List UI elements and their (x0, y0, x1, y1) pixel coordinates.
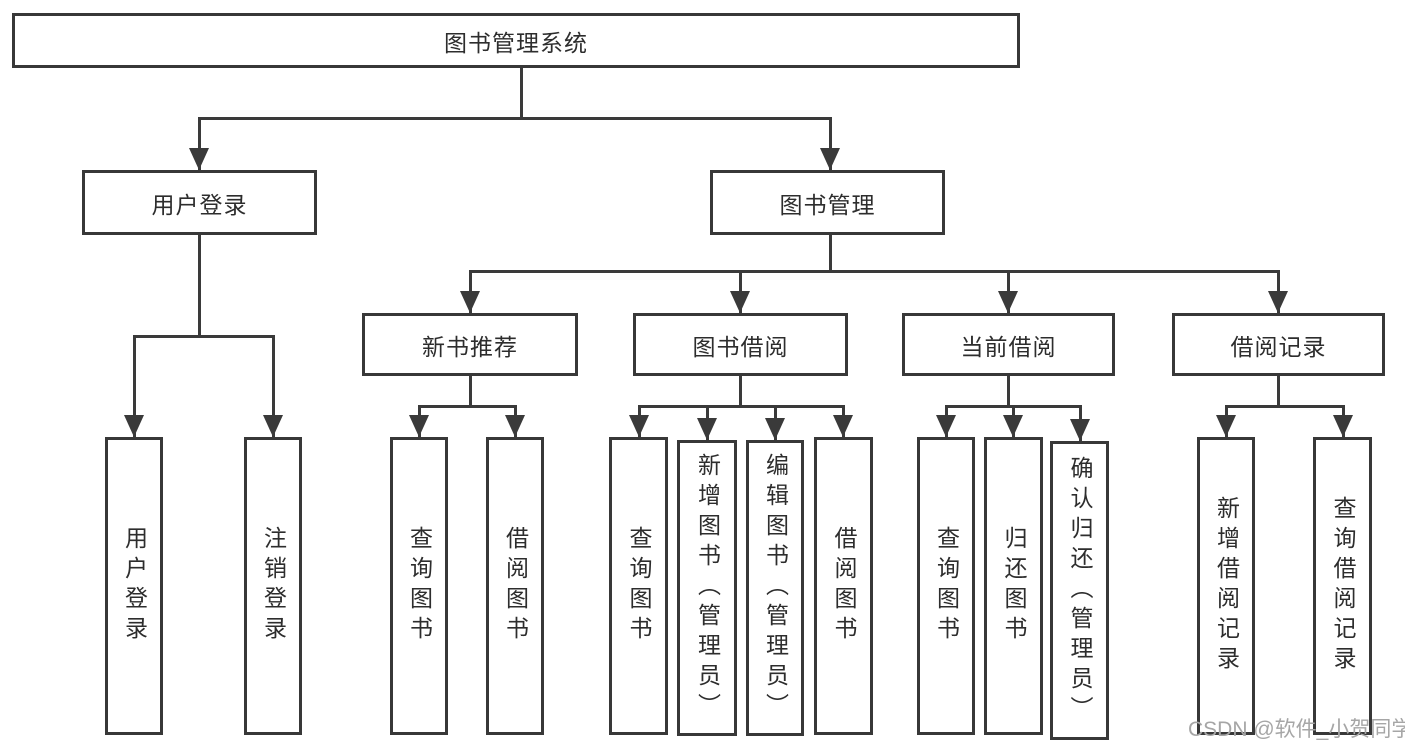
node-group-borrowing-records: 借阅记录 (1172, 313, 1385, 376)
connector-stem-bookborrow-to-leaves (738, 376, 742, 408)
node-label-root-book-management-system: 图书管理系统 (444, 29, 588, 56)
connector-drop-root-to-level2-0 (197, 117, 201, 170)
arrow-down-icon (1268, 291, 1288, 313)
node-leaf-add-borrow-record: 新增借阅记录 (1197, 437, 1255, 735)
connector-drop-userlogin-to-leaves-1 (271, 335, 275, 437)
connector-stem-bookmgmt-to-level3 (828, 235, 832, 273)
connector-stem-currentborrow-to-leaves (1006, 376, 1010, 408)
node-label-leaf-query-books-2: 查询图书 (626, 526, 652, 646)
arrow-down-icon (460, 291, 480, 313)
connector-stem-root-to-level2 (519, 68, 523, 120)
node-leaf-borrow-books-2: 借阅图书 (814, 437, 873, 735)
connector-bar-newbookrec-to-leaves (417, 405, 517, 408)
node-label-leaf-borrow-books-2: 借阅图书 (831, 526, 857, 646)
node-leaf-query-books-1: 查询图书 (390, 437, 448, 735)
node-label-leaf-query-books-1: 查询图书 (406, 526, 433, 646)
node-group-current-borrowing: 当前借阅 (902, 313, 1115, 376)
node-leaf-borrow-books-1: 借阅图书 (486, 437, 544, 735)
node-group-new-book-recommend: 新书推荐 (362, 313, 578, 376)
node-label-leaf-query-books-3: 查询图书 (933, 526, 960, 646)
node-group-book-borrowing: 图书借阅 (633, 313, 848, 376)
arrow-down-icon (697, 418, 717, 440)
node-label-leaf-borrow-books-1: 借阅图书 (502, 526, 529, 646)
node-leaf-user-login: 用户登录 (105, 437, 163, 735)
arrow-down-icon (998, 291, 1018, 313)
node-leaf-return-books: 归还图书 (984, 437, 1043, 735)
connector-bar-bookmgmt-to-level3 (468, 270, 1280, 273)
node-label-leaf-add-books-admin: 新增图书（管理员） (694, 453, 721, 723)
node-label-leaf-return-books: 归还图书 (1001, 526, 1027, 646)
node-leaf-query-books-2: 查询图书 (609, 437, 668, 735)
node-label-leaf-user-login: 用户登录 (121, 526, 148, 646)
connector-bar-root-to-level2 (197, 117, 832, 120)
arrow-down-icon (936, 415, 956, 437)
connector-bar-userlogin-to-leaves (132, 335, 275, 338)
arrow-down-icon (833, 415, 853, 437)
connector-stem-userlogin-to-leaves (197, 235, 201, 338)
node-leaf-add-books-admin: 新增图书（管理员） (677, 440, 737, 736)
node-leaf-logout: 注销登录 (244, 437, 302, 735)
node-label-leaf-logout: 注销登录 (260, 526, 287, 646)
arrow-down-icon (1003, 415, 1023, 437)
connector-stem-borrowrecords-to-leaves (1276, 376, 1280, 408)
node-label-leaf-add-borrow-record: 新增借阅记录 (1213, 496, 1240, 676)
node-label-group-user-login: 用户登录 (151, 191, 248, 218)
arrow-down-icon (820, 148, 840, 170)
node-label-group-current-borrowing: 当前借阅 (960, 333, 1057, 360)
watermark: CSDN @软件_小贺同学 (1188, 718, 1405, 741)
arrow-down-icon (124, 415, 144, 437)
node-leaf-confirm-return-admin: 确认归还（管理员） (1050, 441, 1109, 740)
node-root-book-management-system: 图书管理系统 (12, 13, 1020, 68)
arrow-down-icon (1333, 415, 1353, 437)
connector-bar-bookborrow-to-leaves (637, 405, 845, 408)
node-leaf-query-books-3: 查询图书 (917, 437, 975, 735)
arrow-down-icon (629, 415, 649, 437)
node-group-book-management: 图书管理 (710, 170, 945, 235)
node-label-group-borrowing-records: 借阅记录 (1230, 333, 1327, 360)
connector-stem-newbookrec-to-leaves (468, 376, 472, 408)
node-label-group-book-management: 图书管理 (779, 191, 876, 218)
arrow-down-icon (1070, 419, 1090, 441)
node-label-leaf-edit-books-admin: 编辑图书（管理员） (762, 453, 789, 723)
node-label-leaf-query-borrow-record: 查询借阅记录 (1330, 496, 1356, 676)
connector-bar-borrowrecords-to-leaves (1224, 405, 1345, 408)
arrow-down-icon (765, 418, 785, 440)
arrow-down-icon (409, 415, 429, 437)
node-label-group-new-book-recommend: 新书推荐 (422, 333, 518, 360)
node-leaf-query-borrow-record: 查询借阅记录 (1313, 437, 1372, 735)
arrow-down-icon (189, 148, 209, 170)
connector-drop-root-to-level2-1 (828, 117, 832, 170)
node-label-group-book-borrowing: 图书借阅 (692, 333, 789, 360)
arrow-down-icon (505, 415, 525, 437)
node-leaf-edit-books-admin: 编辑图书（管理员） (746, 440, 804, 736)
node-label-leaf-confirm-return-admin: 确认归还（管理员） (1067, 455, 1093, 726)
connector-drop-userlogin-to-leaves-0 (132, 335, 136, 437)
arrow-down-icon (1216, 415, 1236, 437)
arrow-down-icon (263, 415, 283, 437)
arrow-down-icon (730, 291, 750, 313)
node-group-user-login: 用户登录 (82, 170, 317, 235)
